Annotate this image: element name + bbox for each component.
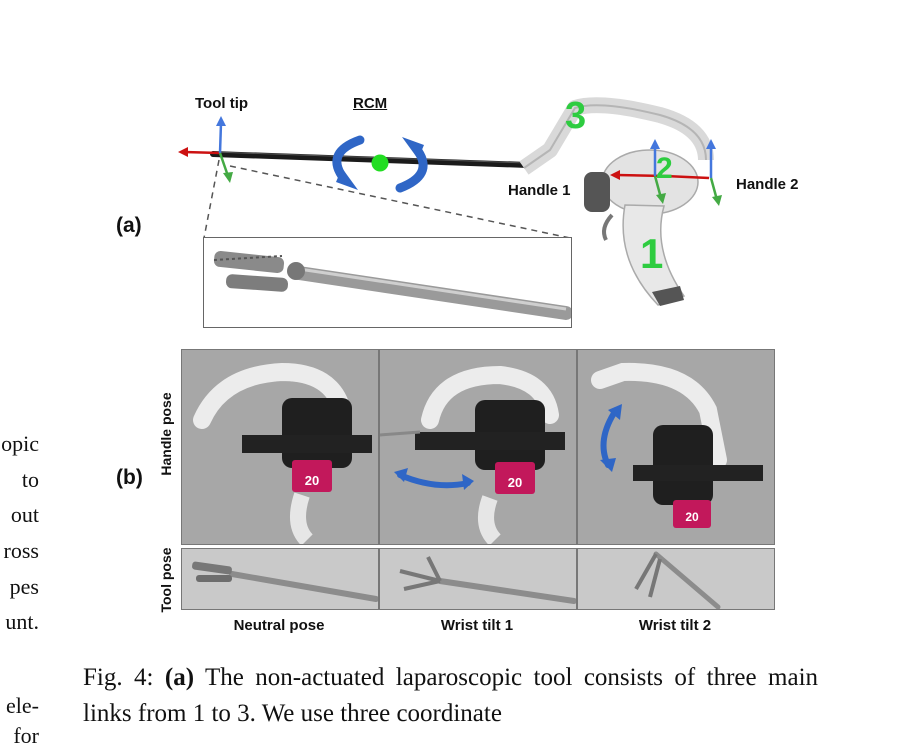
handle-device-icon bbox=[519, 97, 722, 306]
link-number-2: 2 bbox=[656, 152, 673, 185]
rcm-dot bbox=[371, 154, 389, 172]
left-fragment: ele- bbox=[6, 693, 39, 718]
left-fragment: unt. bbox=[5, 609, 39, 634]
tool-photo-neutral bbox=[181, 548, 379, 610]
tool-shaft bbox=[210, 151, 531, 168]
link-number-3: 3 bbox=[565, 95, 587, 137]
tool-tilt2-icon bbox=[634, 551, 721, 609]
left-fragment: out bbox=[10, 502, 39, 527]
figure-caption: Fig. 4: (a) The non-actuated laparoscopi… bbox=[83, 660, 818, 732]
rcm-rotation-arrows-icon bbox=[332, 135, 428, 193]
col-label-wrist-tilt-2: Wrist tilt 2 bbox=[638, 617, 712, 634]
zoom-line-right bbox=[229, 165, 571, 239]
caption-prefix: Fig. 4: bbox=[83, 664, 154, 691]
tool-photo-wrist-tilt-1 bbox=[379, 548, 577, 610]
tool-illustration bbox=[178, 97, 722, 306]
caption-panel-ref: (a) bbox=[164, 664, 195, 691]
tool-tilt1-icon bbox=[399, 556, 576, 604]
handle2-label: Handle 2 bbox=[736, 176, 799, 193]
link-number-1: 1 bbox=[640, 230, 664, 277]
tool-tip-label: Tool tip bbox=[195, 95, 249, 112]
handle-tilt1-icon: 20 bbox=[380, 365, 565, 544]
rotation-arrow-icon bbox=[397, 472, 471, 489]
tool-shaft-highlight bbox=[213, 151, 528, 164]
left-fragment: for bbox=[13, 723, 39, 748]
left-fragment: opic bbox=[1, 431, 39, 456]
caption-text: The non-actuated laparoscopic tool consi… bbox=[83, 664, 819, 727]
zoom-line-left bbox=[203, 159, 220, 239]
panel-b-label: (b) bbox=[116, 466, 143, 489]
tool-tip-gripper-icon bbox=[213, 250, 573, 320]
tool-tip-zoom-photo bbox=[203, 237, 573, 328]
handle-photo-wrist-tilt-1: 20 bbox=[379, 349, 577, 545]
servo-label: 20 bbox=[685, 510, 699, 524]
panel-a-label: (a) bbox=[116, 214, 142, 237]
tool-neutral-icon bbox=[192, 561, 378, 602]
tool-photo-wrist-tilt-2 bbox=[577, 548, 775, 610]
left-fragment: to bbox=[21, 467, 39, 492]
col-label-neutral-pose: Neutral pose bbox=[233, 617, 325, 634]
left-fragment: ross bbox=[3, 538, 39, 563]
rotation-arrow-icon bbox=[600, 407, 619, 468]
servo-label: 20 bbox=[305, 473, 319, 488]
tool-tip-axes-icon bbox=[178, 116, 233, 183]
row-label-tool-pose: Tool pose bbox=[158, 547, 174, 613]
handle-photo-neutral: 20 bbox=[181, 349, 379, 545]
row-label-handle-pose: Handle pose bbox=[158, 392, 174, 476]
handle1-label: Handle 1 bbox=[508, 182, 571, 199]
handle-photo-wrist-tilt-2: 20 bbox=[577, 349, 775, 545]
col-label-wrist-tilt-1: Wrist tilt 1 bbox=[440, 617, 514, 634]
left-fragment: pes bbox=[9, 574, 39, 599]
rcm-label: RCM bbox=[353, 95, 388, 112]
servo-label: 20 bbox=[508, 475, 522, 490]
handle-tilt2-icon: 20 bbox=[591, 362, 763, 528]
handle-neutral-icon: 20 bbox=[193, 362, 372, 544]
